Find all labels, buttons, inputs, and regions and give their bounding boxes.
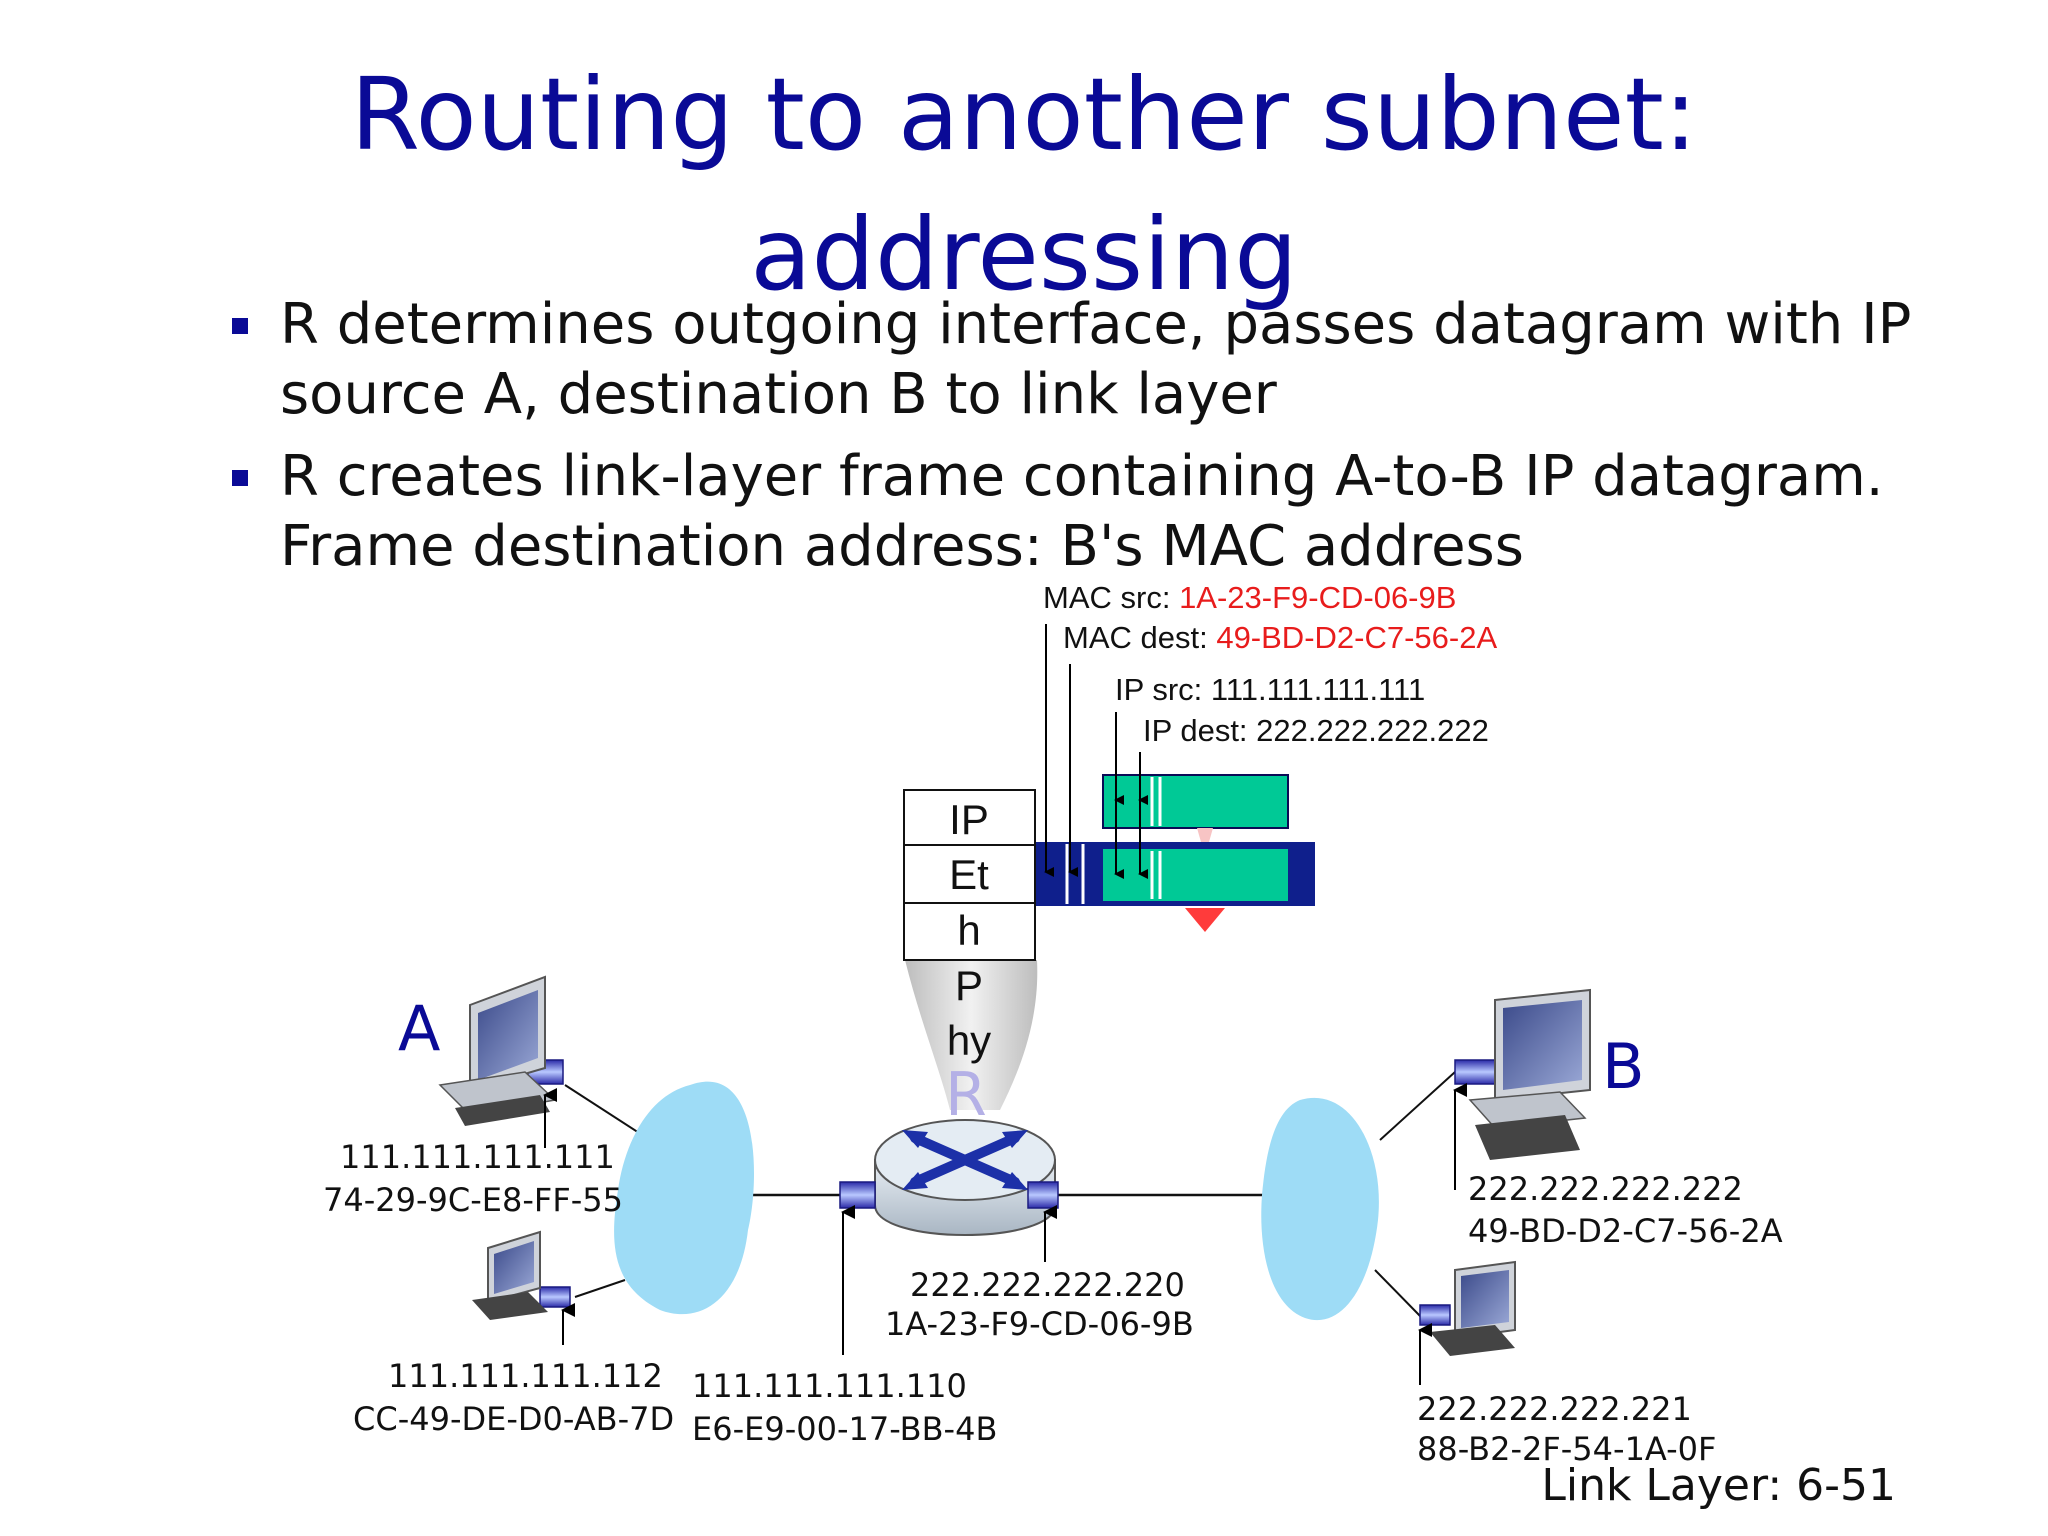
router-port-left	[839, 1181, 876, 1209]
stack-layer-eth-cont: h	[957, 907, 980, 954]
router-left-ip: 111.111.111.110	[692, 1367, 967, 1405]
router-right-mac: 1A-23-F9-CD-06-9B	[885, 1305, 1194, 1343]
slide-title: Routing to another subnet: addressing	[0, 40, 2048, 330]
host-a-mac: 74-29-9C-E8-FF-55	[323, 1181, 623, 1219]
host-b2-port	[1419, 1304, 1451, 1326]
host-b-port	[1454, 1059, 1496, 1085]
frame-payload	[1103, 849, 1288, 901]
mac-dest-label: MAC dest: 49-BD-D2-C7-56-2A	[1063, 620, 1497, 655]
host-a-ip: 111.111.111.111	[340, 1138, 615, 1176]
subnet-cloud-left	[614, 1081, 754, 1315]
down-marker-tail	[1197, 828, 1213, 842]
host-b2-mac: 88-B2-2F-54-1A-0F	[1417, 1430, 1716, 1468]
host-a2-mac: CC-49-DE-D0-AB-7D	[353, 1400, 674, 1438]
subnet-cloud-right	[1261, 1097, 1379, 1321]
host-b-ip: 222.222.222.222	[1468, 1170, 1743, 1208]
link-host-b2	[1374, 1269, 1423, 1319]
link-host-a2	[574, 1279, 626, 1298]
bullet-item: R creates link-layer frame containing A-…	[230, 442, 1950, 582]
title-line-2: addressing	[750, 196, 1298, 313]
ip-src-label: IP src: 111.111.111.111	[1115, 672, 1425, 707]
host-a2-port	[539, 1286, 571, 1308]
stack-layer-phy-cont: hy	[947, 1017, 991, 1064]
computer-icon-host-b	[1468, 988, 1591, 1160]
router-icon	[874, 1119, 1056, 1236]
host-a2-ip: 111.111.111.112	[388, 1357, 663, 1395]
host-b-mac: 49-BD-D2-C7-56-2A	[1468, 1212, 1783, 1250]
host-b-label: B	[1602, 1030, 1645, 1103]
link-host-b	[1379, 1071, 1456, 1141]
computer-icon-host-b2	[1430, 1260, 1516, 1356]
title-line-1: Routing to another subnet:	[350, 56, 1698, 173]
down-marker-icon	[1185, 908, 1225, 932]
ip-datagram	[1102, 774, 1289, 829]
stack-box	[903, 789, 1036, 961]
ip-dest-label: IP dest: 222.222.222.222	[1143, 713, 1489, 748]
router-right-ip: 222.222.222.220	[910, 1266, 1185, 1304]
slide-footer: Link Layer: 6-51	[1541, 1460, 1896, 1511]
computer-icon-host-a	[438, 975, 557, 1126]
protocol-stack: IP Et h P hy	[903, 789, 1036, 1064]
router-arrow-tips	[902, 1130, 1028, 1190]
stack-layer-eth: Et	[949, 851, 989, 898]
stack-layer-ip: IP	[949, 796, 989, 843]
router-port-right	[1027, 1181, 1059, 1209]
mac-src-label: MAC src: 1A-23-F9-CD-06-9B	[1043, 580, 1456, 615]
bullet-item: R determines outgoing interface, passes …	[230, 290, 1950, 430]
link-host-a	[564, 1084, 651, 1141]
router-cross-icon	[910, 1133, 1020, 1187]
bullet-list: R determines outgoing interface, passes …	[230, 290, 1950, 594]
router-label: R	[945, 1060, 987, 1130]
router-left-mac: E6-E9-00-17-BB-4B	[692, 1410, 997, 1448]
host-a-label: A	[398, 992, 440, 1065]
host-b2-ip: 222.222.222.221	[1417, 1390, 1692, 1428]
stack-funnel	[905, 960, 1038, 1110]
stack-layer-phy: P	[955, 962, 983, 1009]
computer-icon-host-a2	[472, 1230, 548, 1320]
